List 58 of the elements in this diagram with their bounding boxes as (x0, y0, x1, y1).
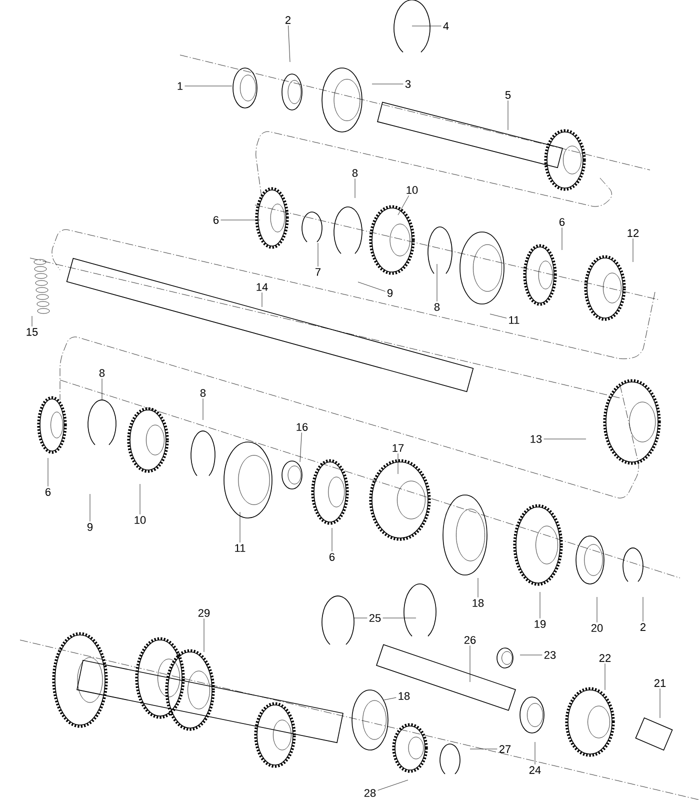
callout-number: 28 (364, 789, 376, 797)
leader-line (632, 238, 634, 262)
leader-line (470, 748, 498, 750)
leader-line (436, 264, 438, 302)
callout-number: 2 (286, 16, 290, 24)
leader-line (596, 596, 598, 623)
leader-line (384, 697, 396, 700)
callout-number: 13 (530, 435, 542, 443)
leader-line (358, 282, 386, 292)
callout-number: 9 (87, 523, 93, 531)
leader-line (354, 178, 356, 198)
callout-number: 16 (296, 423, 308, 431)
leader-line (398, 195, 410, 216)
callout-number: 1 (178, 82, 183, 90)
leader-line (490, 314, 507, 318)
callout-number: 9 (387, 289, 393, 297)
callout-number: 22 (599, 654, 611, 662)
callout-number: 6 (46, 488, 51, 496)
callout-number: 23 (544, 651, 556, 659)
callout-number: 24 (529, 766, 541, 774)
callout-number: 25 (369, 614, 381, 622)
leader-line (642, 596, 644, 622)
callout-number: 21 (654, 679, 666, 687)
callout-number: 29 (198, 609, 210, 617)
leader-line (520, 654, 542, 656)
callout-number: 18 (398, 692, 410, 700)
leader-line (202, 398, 204, 420)
callout-number: 2 (640, 623, 646, 631)
callout-number: 17 (392, 444, 404, 452)
callout-number: 7 (316, 268, 320, 276)
callout-number: 4 (443, 22, 449, 30)
callout-number: 10 (406, 186, 418, 194)
callout-number: 8 (99, 369, 105, 377)
leader-line (604, 663, 606, 690)
callout-number: 11 (509, 316, 520, 324)
callout-number: 20 (591, 624, 603, 632)
callout-number: 11 (235, 544, 246, 552)
callout-number: 26 (464, 636, 476, 644)
callout-number: 8 (352, 169, 358, 177)
leader-line (300, 432, 302, 462)
callout-number: 6 (214, 216, 219, 224)
callout-number: 12 (628, 229, 639, 237)
leader-line (288, 25, 290, 62)
leader-line (378, 780, 408, 791)
callout-number: 5 (505, 91, 511, 99)
leader-line (544, 438, 586, 440)
callout-number: 19 (534, 620, 546, 628)
callout-number: 8 (434, 303, 440, 311)
callout-number: 10 (134, 516, 146, 524)
callout-number: 6 (560, 218, 565, 226)
callout-number: 18 (472, 599, 484, 607)
callout-number: 6 (330, 553, 335, 561)
callout-number: 27 (499, 745, 511, 753)
callout-number: 8 (200, 389, 206, 397)
leader-line (534, 742, 536, 765)
callout-number: 14 (256, 283, 268, 291)
callout-number: 15 (26, 328, 38, 336)
callout-number: 3 (405, 80, 411, 88)
